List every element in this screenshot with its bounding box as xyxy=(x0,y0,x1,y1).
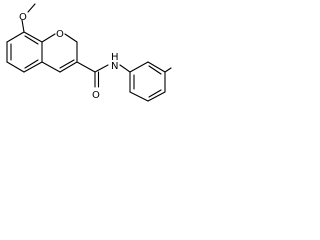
bond-o1-c2 xyxy=(64,33,78,43)
bond-c8a-o1 xyxy=(41,33,56,43)
bond-carbonyl-n xyxy=(94,64,109,73)
atom-label-o-methoxy: O xyxy=(19,12,27,23)
bond-c3-carbonyl xyxy=(76,61,96,73)
atom-label-n-amide: N xyxy=(111,61,118,72)
atom-label-h-amide: H xyxy=(111,52,119,63)
bond-ar-double-2-3 xyxy=(148,65,162,75)
bond-o-c8 xyxy=(21,19,25,33)
atom-label-o-carbonyl: O xyxy=(92,90,100,101)
bond-c7-c8 xyxy=(6,31,25,43)
bond-c3-c4 xyxy=(59,61,78,73)
bond-ar-methyl xyxy=(164,67,172,73)
bond-ar-4-5 xyxy=(147,91,166,102)
bond-ar-1-2 xyxy=(129,61,149,73)
bond-n-aryl xyxy=(119,64,131,73)
bond-c8-c8a xyxy=(23,31,43,43)
atom-label-o-ring: O xyxy=(56,29,64,40)
bond-ar-2-3 xyxy=(147,61,166,73)
bond-methyl-o xyxy=(27,3,36,13)
bond-ar-double-4-5 xyxy=(148,89,162,98)
bond-c5-c6 xyxy=(6,61,25,73)
bond-double-c3-c4 xyxy=(59,59,75,69)
bond-ar-5-6 xyxy=(129,91,149,102)
chemical-structure-diagram: O O O N H xyxy=(6,3,172,102)
bond-c4-c4a xyxy=(41,61,61,73)
bond-double-c8-c8a xyxy=(24,35,39,45)
bond-double-c5-c4a xyxy=(24,59,39,69)
bond-c4a-c5 xyxy=(23,61,43,73)
